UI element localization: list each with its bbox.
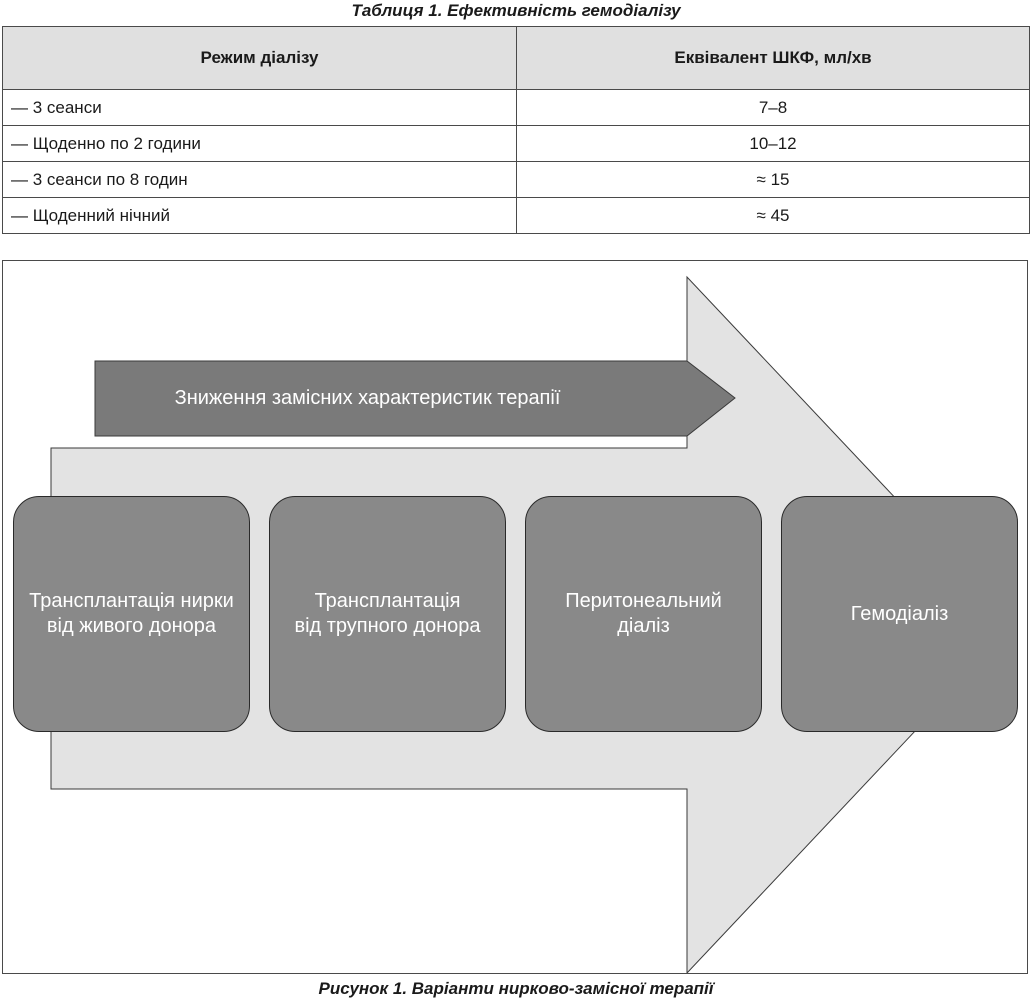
cell-gfr: 10–12 (516, 125, 1030, 162)
header-dialysis-mode: Режим діалізу (2, 26, 517, 90)
cell-mode: — Щоденний нічний (2, 197, 517, 234)
cell-gfr: ≈ 15 (516, 161, 1030, 198)
stage-box-hemodialysis: Гемодіаліз (781, 496, 1018, 732)
table-caption: Таблиця 1. Ефективність гемодіалізу (351, 1, 681, 20)
stage-box-living-donor-transplant: Трансплантація нирки від живого донора (13, 496, 250, 732)
stage-box-cadaver-transplant: Трансплантація від трупного донора (269, 496, 506, 732)
figure-diagram: Зниження замісних характеристик терапії … (2, 260, 1028, 974)
band-arrow-shape (94, 360, 736, 437)
cell-gfr: 7–8 (516, 89, 1030, 126)
stage-box-peritoneal-dialysis: Перитонеальний діаліз (525, 496, 762, 732)
table-header-row: Режим діалізу Еквівалент ШКФ, мл/хв (2, 26, 1030, 90)
cell-mode: — 3 сеанси (2, 89, 517, 126)
cell-gfr: ≈ 45 (516, 197, 1030, 234)
band-arrow-label: Зниження замісних характеристик терапії (174, 387, 561, 409)
cell-mode: — 3 сеанси по 8 годин (2, 161, 517, 198)
header-gfr-equivalent: Еквівалент ШКФ, мл/хв (516, 26, 1030, 90)
table-row: — Щоденний нічний ≈ 45 (2, 197, 1030, 234)
cell-mode: — Щоденно по 2 години (2, 125, 517, 162)
dialysis-efficiency-table: Режим діалізу Еквівалент ШКФ, мл/хв — 3 … (2, 26, 1030, 234)
table-row: — 3 сеанси по 8 годин ≈ 15 (2, 161, 1030, 198)
table-row: — 3 сеанси 7–8 (2, 89, 1030, 126)
figure-caption: Рисунок 1. Варіанти нирково-замісної тер… (318, 979, 714, 998)
table-row: — Щоденно по 2 години 10–12 (2, 125, 1030, 162)
